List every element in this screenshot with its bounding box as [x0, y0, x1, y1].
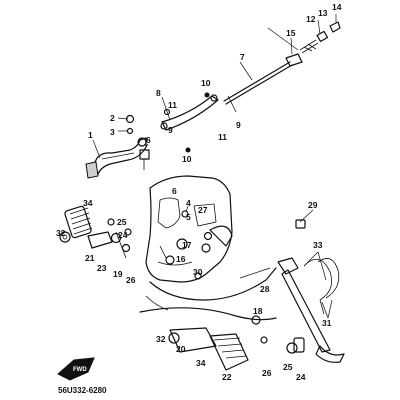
callout-1: 1: [88, 130, 93, 140]
callout-6-upper: 6: [146, 135, 151, 145]
callout-3: 3: [110, 127, 115, 137]
callout-14: 14: [332, 2, 342, 12]
callout-32-right: 32: [156, 334, 166, 344]
callout-10-upper: 10: [201, 78, 211, 88]
brake-pivot: [159, 210, 233, 280]
callout-20: 20: [176, 344, 186, 354]
callout-9-left: 9: [168, 125, 173, 135]
callout-9-right: 9: [236, 120, 241, 130]
callout-21: 21: [85, 253, 95, 263]
callout-18: 18: [253, 306, 263, 316]
callout-13: 13: [318, 8, 328, 18]
callout-33: 33: [313, 240, 323, 250]
callout-23: 23: [97, 263, 107, 273]
callout-10-lower: 10: [182, 154, 192, 164]
front-direction-arrow-icon: FWD: [57, 357, 95, 381]
callout-29: 29: [308, 200, 318, 210]
callout-27: 27: [198, 205, 208, 215]
callout-19: 19: [113, 269, 123, 279]
callout-2: 2: [110, 113, 115, 123]
svg-text:FWD: FWD: [73, 367, 87, 373]
callout-26-right: 26: [262, 368, 272, 378]
callout-5: 5: [186, 212, 191, 222]
footrest-bracket: [145, 175, 233, 283]
callout-25-left: 25: [117, 217, 127, 227]
callout-30: 30: [193, 267, 203, 277]
callout-32-left: 32: [56, 228, 66, 238]
drawing-code: 56U332-6280: [58, 386, 107, 395]
left-footrest: [59, 205, 132, 259]
callout-8: 8: [156, 88, 161, 98]
callout-leaders: [92, 14, 337, 319]
sidestand: [277, 219, 345, 363]
callout-24-right: 24: [296, 372, 306, 382]
callout-15: 15: [286, 28, 296, 38]
callout-25-right: 25: [283, 362, 293, 372]
callout-labels: 1 2 3 4 5 6 6 7 8 9 9 10 10 11 11 12 13 …: [56, 2, 342, 382]
callout-4: 4: [186, 198, 191, 208]
shift-rod-assembly: [160, 21, 341, 153]
callout-34-right: 34: [196, 358, 206, 368]
callout-17: 17: [182, 240, 192, 250]
callout-31: 31: [322, 318, 332, 328]
callout-34-left: 34: [83, 198, 93, 208]
callout-6-lower: 6: [172, 186, 177, 196]
callout-26-left: 26: [126, 275, 136, 285]
callout-24-left: 24: [118, 230, 128, 240]
callout-22: 22: [222, 372, 232, 382]
callout-11-upper: 11: [168, 100, 177, 110]
callout-28: 28: [260, 284, 270, 294]
right-footrest: [168, 315, 305, 371]
callout-11-lower: 11: [218, 132, 227, 142]
shift-pedal: [85, 137, 147, 179]
frame-outline: [139, 267, 277, 321]
callout-7: 7: [240, 52, 245, 62]
callout-16: 16: [176, 254, 186, 264]
callout-12: 12: [306, 14, 316, 24]
